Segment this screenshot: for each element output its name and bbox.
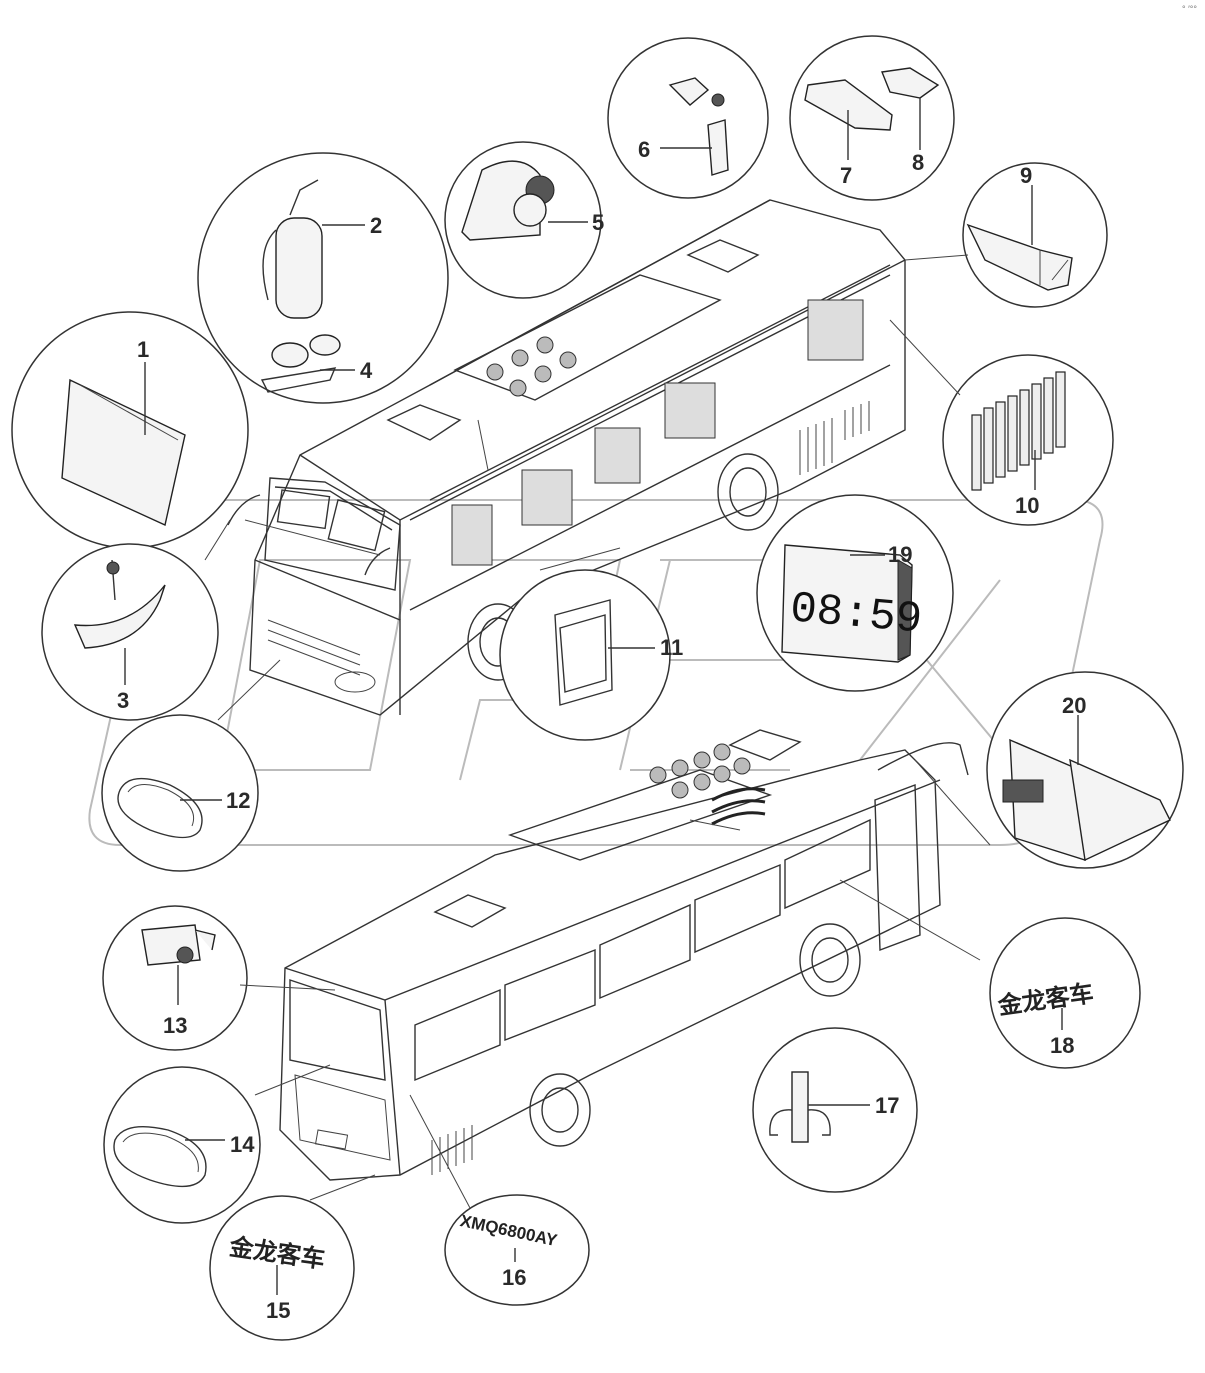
callout-label-15: 15 [266,1298,290,1323]
callout-label-11: 11 [660,635,683,660]
callout-11-window-frame: 11 [499,569,683,741]
bus-rear-view [279,729,969,1181]
callout-label-14: 14 [230,1132,255,1157]
callout-label-2: 2 [370,213,382,238]
callout-label-16: 16 [502,1265,526,1290]
callout-18-emblem: 金龙客车 18 [989,917,1141,1069]
callout-label-12: 12 [226,788,250,813]
callout-label-6: 6 [638,137,650,162]
callout-3-lamp: 3 [41,543,219,721]
callout-label-20: 20 [1062,693,1086,718]
callout-4-extinguisher-bracket: 4 [260,334,373,393]
callout-label-7: 7 [840,163,852,188]
callout-label-5: 5 [592,210,604,235]
callout-label-1: 1 [137,337,149,362]
callout-14-seal-ring: 14 [103,1066,261,1224]
callout-label-8: 8 [912,150,924,175]
callout-13-camera: 13 [102,905,248,1051]
callout-6-clip: 6 [607,37,769,199]
callout-12-seal-ring: 12 [101,714,259,872]
clock-display: 08:59 [788,584,924,645]
callout-label-17: 17 [875,1093,899,1118]
corner-mark: ° ′°° [1182,4,1197,14]
callout-7-8-brackets: 7 8 [789,35,955,201]
callout-1-sun-visor: 1 [11,311,249,549]
callout-20-trim: 20 [986,671,1184,869]
callout-label-4: 4 [360,358,373,383]
callout-16-model-badge: XMQ6800AY 16 [444,1194,590,1306]
callout-5-motor: 5 [444,141,604,299]
callout-2-fire-extinguisher: 2 [197,152,449,404]
callout-label-18: 18 [1050,1033,1074,1058]
callout-label-3: 3 [117,688,129,713]
leader-lines [204,254,991,1209]
callout-label-10: 10 [1015,493,1039,518]
callout-15-emblem: 金龙客车 15 [209,1195,355,1341]
callout-label-9: 9 [1020,163,1032,188]
bus-front-view [227,199,906,716]
callout-19-clock: 08:59 19 [756,494,954,692]
callout-10-curtain: 10 [942,354,1114,526]
callout-17-coat-hook: 17 [752,1027,918,1193]
callout-label-13: 13 [163,1013,187,1038]
callout-9-channel: 9 [962,162,1108,308]
callout-label-19: 19 [888,542,912,567]
